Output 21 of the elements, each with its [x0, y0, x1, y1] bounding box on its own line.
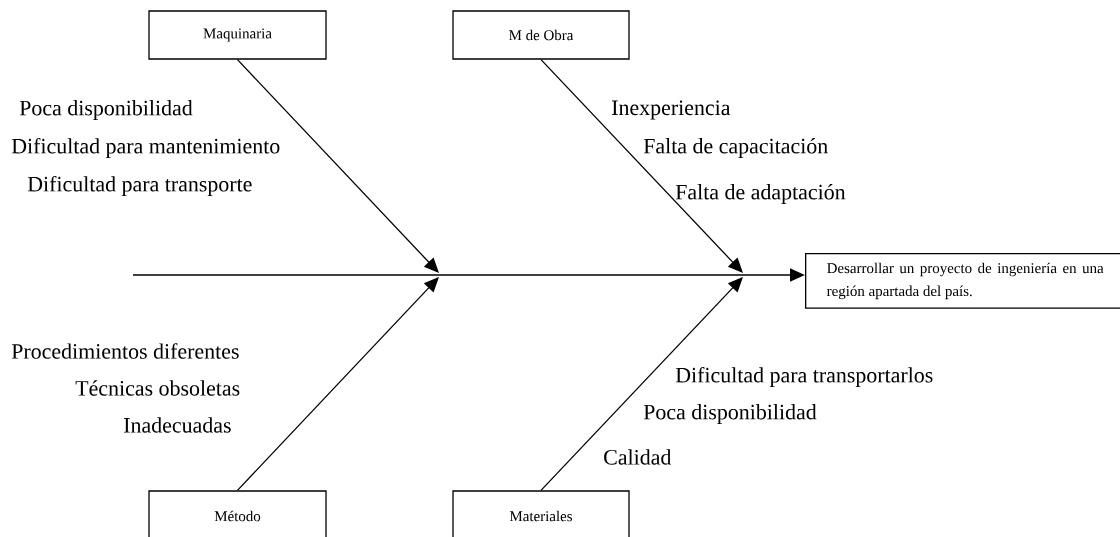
category-box: Maquinaria: [148, 10, 327, 60]
cause-label: Falta de capacitación: [643, 138, 828, 158]
cause-label: Poca disponibilidad: [19, 100, 193, 120]
branch-arrow: [540, 277, 743, 491]
cause-label: Calidad: [604, 449, 672, 465]
cause-label: Dificultad para mantenimiento: [11, 137, 280, 159]
cause-label: Técnicas obsoletas: [75, 380, 240, 396]
cause-label: Dificultad para transporte: [27, 175, 252, 197]
branch-arrow: [540, 59, 743, 273]
cause-label: Dificultad para transportarlos: [675, 366, 933, 388]
category-box: Materiales: [452, 490, 630, 537]
category-box: Método: [148, 490, 327, 537]
cause-label: Procedimientos diferentes: [11, 343, 239, 359]
cause-label: Inexperiencia: [612, 100, 731, 120]
branch-arrow: [236, 277, 439, 491]
category-box: M de Obra: [452, 10, 630, 60]
branch-arrow: [236, 59, 439, 273]
cause-label: Inadecuadas: [124, 417, 231, 433]
cause-label: Falta de adaptación: [675, 184, 846, 204]
effect-box: Desarrollar un proyecto de ingeniería en una región apartada del país.: [805, 253, 1120, 309]
cause-label: Poca disponibilidad: [643, 404, 817, 424]
